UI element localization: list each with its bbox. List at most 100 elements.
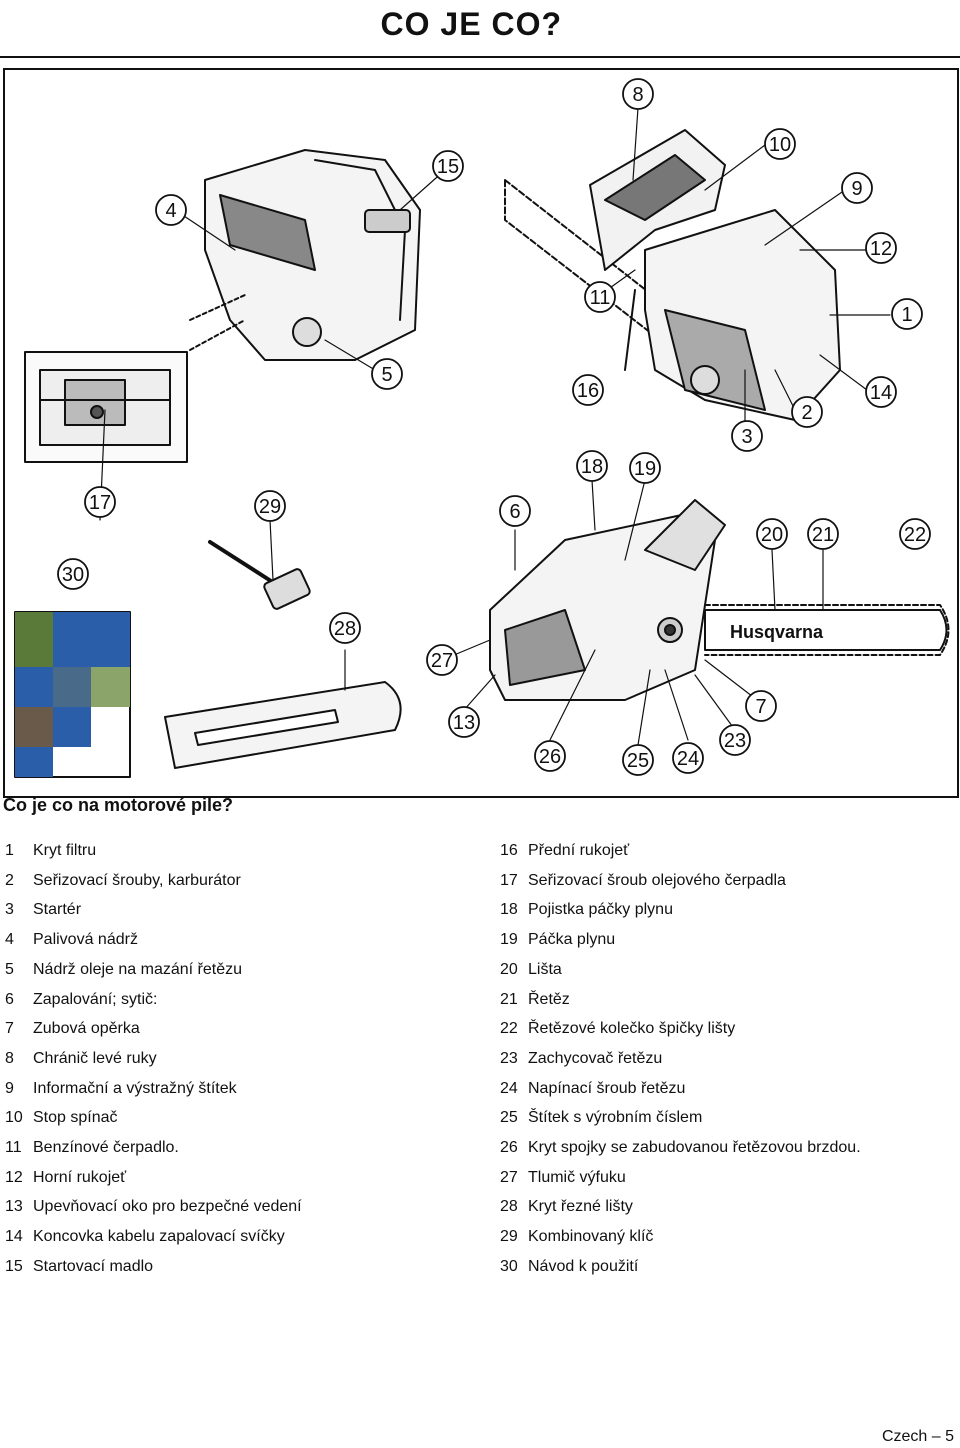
- section-heading: Co je co na motorové pile?: [3, 795, 234, 815]
- leader-lines: [99, 107, 891, 746]
- callout-circle: [891, 298, 923, 330]
- callout-number: 6: [509, 501, 520, 523]
- callout-circle: [499, 495, 531, 527]
- callout-circle: [745, 690, 777, 722]
- callout-number: 3: [741, 426, 752, 448]
- callout-number: 23: [724, 730, 746, 752]
- callout-circle: [84, 486, 116, 518]
- callout-circle: [371, 358, 403, 390]
- callout-circle: [731, 420, 763, 452]
- callout-number: 29: [259, 496, 281, 518]
- callout-circle: [329, 612, 361, 644]
- callout-number: 22: [904, 524, 926, 546]
- callout-number: 12: [870, 238, 892, 260]
- callout-number: 8: [632, 84, 643, 106]
- callout-number: 25: [627, 750, 649, 772]
- callout-number: 26: [539, 746, 561, 768]
- callout-circle: [899, 518, 931, 550]
- callout-circle: [622, 744, 654, 776]
- callout-number: 1: [901, 304, 912, 326]
- callout-circle: [584, 281, 616, 313]
- callout-number: 7: [755, 696, 766, 718]
- chainsaw-illustration: Husqvarna 123456789101112131415161718192…: [14, 78, 950, 778]
- callout-number: 18: [581, 456, 603, 478]
- combination-wrench-drawing: [208, 540, 311, 610]
- callout-number: 9: [851, 178, 862, 200]
- callout-number: 14: [870, 382, 892, 404]
- callout-circle: [841, 172, 873, 204]
- page-footer: Czech – 5: [881, 1428, 954, 1445]
- callout-circle: [756, 518, 788, 550]
- callout-circle: [155, 194, 187, 226]
- callout-circle: [764, 128, 796, 160]
- callout-circle: [426, 644, 458, 676]
- title-bar: CO JE CO?: [0, 0, 960, 58]
- chainsaw-rear-view-drawing: [189, 149, 421, 361]
- callout-number: 24: [677, 748, 699, 770]
- callout-number: 13: [453, 712, 475, 734]
- page-title: CO JE CO?: [380, 6, 562, 42]
- callout-circle: [576, 450, 608, 482]
- callout-circle: [807, 518, 839, 550]
- callout-number: 19: [634, 458, 656, 480]
- callout-circle: [432, 150, 464, 182]
- callout-circle: [629, 452, 661, 484]
- manual-booklet-drawing: [14, 611, 131, 778]
- callout-number: 11: [590, 287, 611, 309]
- brand-logo: Husqvarna: [730, 622, 824, 642]
- bar-cover-drawing: [164, 681, 402, 769]
- callout-number: 21: [812, 524, 834, 546]
- callout-circle: [572, 374, 604, 406]
- callout-circle: [254, 490, 286, 522]
- chainsaw-side-view-drawing: [504, 129, 841, 421]
- callout-circle: [448, 706, 480, 738]
- callout-number: 2: [801, 402, 812, 424]
- callout-number: 17: [89, 492, 111, 514]
- callout-circle: [622, 78, 654, 110]
- callout-number: 15: [437, 156, 459, 178]
- callout-circle: [865, 232, 897, 264]
- callout-number: 20: [761, 524, 783, 546]
- callout-number: 5: [381, 364, 392, 386]
- callout-number: 16: [577, 380, 599, 402]
- chainsaw-front-view-drawing: [489, 499, 950, 701]
- callout-number: 28: [334, 618, 356, 640]
- callout-circle: [791, 396, 823, 428]
- callout-number: 4: [165, 200, 176, 222]
- callout-circle: [57, 558, 89, 590]
- callout-number: 27: [431, 650, 453, 672]
- callout-circle: [672, 742, 704, 774]
